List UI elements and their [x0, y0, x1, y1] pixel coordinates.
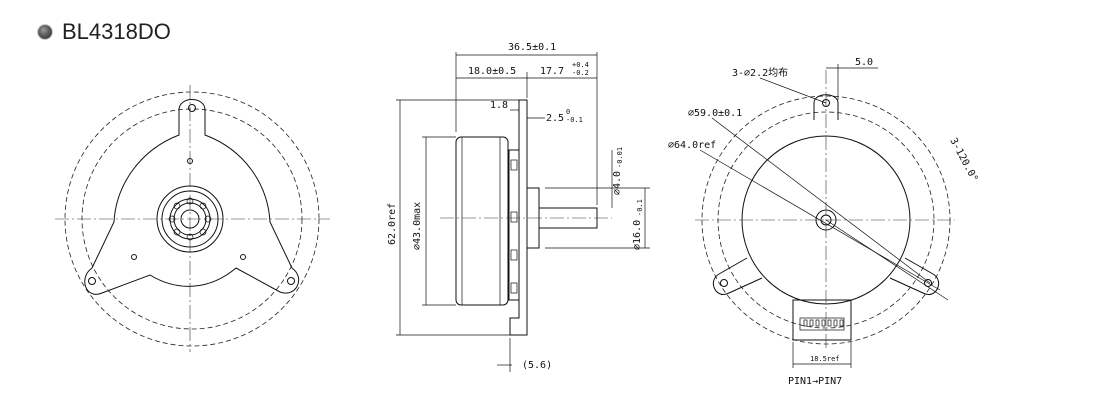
dim-outer-ref: ⌀64.0ref — [668, 140, 716, 151]
dim-connector-offset: (5.6) — [522, 360, 552, 371]
front-pin-3 — [131, 254, 137, 260]
front-view — [55, 85, 330, 352]
side-stator — [508, 149, 520, 301]
dim-boss-dia: ⌀16.0 — [632, 220, 643, 250]
side-view: 36.5±0.1 18.0±0.5 17.7 +0.4 -0.2 1.8 2.5… — [387, 42, 650, 372]
dim-shaft-tol-lower: -0.2 — [572, 69, 589, 77]
dim-holes: 3-⌀2.2均布 — [732, 67, 788, 79]
dim-angle: 3-120.0° — [947, 136, 979, 184]
dim-rotor-length: 18.0±0.5 — [468, 66, 516, 77]
rear-connector-pins — [803, 319, 844, 327]
dim-boss-height: 2.5 — [546, 113, 564, 124]
dim-pcd: ⌀59.0±0.1 — [688, 108, 742, 119]
model-name: BL4318DO — [62, 19, 171, 44]
dim-boss-tol: -0.1 — [566, 116, 583, 124]
dim-flange-thickness: 1.8 — [490, 100, 508, 111]
rear-lug-left — [712, 257, 763, 295]
dim-shaft-dia-tol: -0.01 — [616, 147, 624, 168]
dim-shaft-length: 17.7 — [540, 66, 564, 77]
dim-boss-dia-tol: -0.1 — [636, 199, 644, 216]
bullet-icon — [38, 25, 52, 39]
dim-shaft-dia: ⌀4.0 — [612, 171, 623, 195]
rear-connector — [792, 299, 852, 341]
front-hole-left — [88, 277, 96, 285]
dim-hole-offset: 5.0 — [855, 57, 873, 68]
dim-connector-width: 18.5ref — [810, 355, 840, 363]
front-pin-2 — [240, 254, 246, 260]
dim-body-dia: ⌀43.0max — [412, 202, 423, 250]
front-hole-right — [287, 277, 295, 285]
dim-overall-length: 36.5±0.1 — [508, 42, 556, 53]
rear-hole-left — [720, 279, 728, 287]
dim-flange-height: 62.0ref — [387, 203, 398, 245]
side-rotor-body — [455, 136, 509, 306]
rear-view: 5.0 3-⌀2.2均布 ⌀59.0±0.1 ⌀64.0ref 3-120.0°… — [668, 57, 980, 387]
pin-label: PIN1→PIN7 — [788, 376, 842, 387]
front-hole-top — [188, 104, 196, 112]
dim-shaft-tol-upper: +0.4 — [572, 61, 589, 69]
dim-boss-tol-zero: 0 — [566, 108, 570, 116]
model-title: BL4318DO — [38, 17, 171, 47]
front-flange-outline — [84, 99, 300, 295]
